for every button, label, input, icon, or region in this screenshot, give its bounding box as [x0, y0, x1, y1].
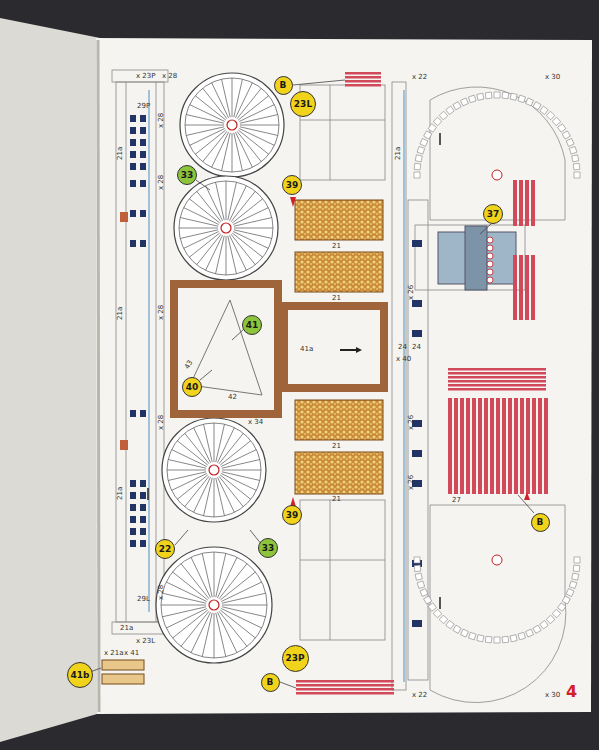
red-stripes [296, 72, 548, 695]
callout-text: B [267, 678, 274, 687]
part-label: 41a [300, 346, 313, 353]
callout-number: 37 [483, 204, 503, 224]
part-37 [438, 226, 516, 290]
callout-number: B [261, 673, 280, 692]
part-label: x 22 [412, 74, 427, 81]
part-label: 21a [117, 147, 124, 160]
part-label: x 28 [158, 305, 165, 320]
callout-number: 23L [290, 91, 316, 117]
leader-lines [90, 80, 534, 688]
callout-number: 22 [155, 539, 175, 559]
part-label: 21a [120, 625, 133, 632]
callout-text: 41 [246, 321, 259, 330]
callout-text: 23L [294, 100, 312, 109]
part-label: x 23P [136, 73, 156, 80]
wheels [156, 73, 284, 663]
part-label: 21a [117, 307, 124, 320]
part-label: x 30 [545, 692, 560, 699]
red-arrows [290, 197, 530, 507]
part-label: 21 [332, 496, 341, 503]
part-label: x 28 [158, 175, 165, 190]
part-label: x 28 [162, 73, 177, 80]
gear-teeth [414, 92, 580, 643]
callout-number: 40 [182, 377, 202, 397]
callout-text: 22 [159, 545, 172, 554]
wood-loads [295, 200, 383, 494]
blue-edge [149, 90, 150, 612]
callout-number: 33 [258, 538, 278, 558]
callout-text: 23P [285, 654, 304, 663]
callout-number: B [531, 513, 550, 532]
callout-text: B [280, 81, 287, 90]
part-label: x 26 [408, 475, 415, 490]
callout-number: 39 [282, 175, 302, 195]
callout-number: 33 [177, 165, 197, 185]
part-label: x 28 [158, 415, 165, 430]
part-label: x 40 [396, 356, 411, 363]
part-label: 42 [228, 394, 237, 401]
page-fold [98, 40, 99, 712]
frames [174, 284, 384, 414]
page-number: 4 [566, 684, 577, 700]
part-label: 21 [332, 295, 341, 302]
callout-number: 23P [282, 645, 309, 672]
part-label: 21 [332, 443, 341, 450]
part-label: x 26 [408, 285, 415, 300]
part-label: x 26 [408, 415, 415, 430]
callout-number: 41b [67, 662, 93, 688]
part-label: x 28 [158, 585, 165, 600]
part-label: x 23L [136, 638, 155, 645]
part-label: x 34 [248, 419, 263, 426]
part-label: 21 [332, 243, 341, 250]
callout-text: 33 [181, 171, 194, 180]
part-41b [102, 660, 144, 684]
callout-text: 40 [186, 383, 199, 392]
callout-text: 37 [487, 210, 500, 219]
bolts [487, 237, 493, 283]
part-label: x 28 [158, 113, 165, 128]
callout-text: B [537, 518, 544, 527]
part-label: x 41 [124, 650, 139, 657]
part-label: 29P [137, 103, 150, 110]
callout-number: B [274, 76, 293, 95]
callout-text: 39 [286, 181, 299, 190]
part-label: x 21a [104, 650, 124, 657]
part-label: 21a [395, 147, 402, 160]
callout-number: 39 [282, 505, 302, 525]
part-label: 27 [452, 497, 461, 504]
part-label: 21a [117, 487, 124, 500]
callout-text: 33 [262, 544, 275, 553]
left-page [0, 18, 100, 742]
callout-text: 41b [71, 671, 90, 680]
callout-number: 41 [242, 315, 262, 335]
part-outlines [112, 70, 566, 703]
part-label: 24 [412, 344, 421, 351]
direction-arrows [148, 133, 440, 609]
part-label: 29L [137, 596, 150, 603]
part-label: 24 [398, 344, 407, 351]
part-label: x 30 [545, 74, 560, 81]
windows [120, 115, 422, 627]
blue-edge [404, 90, 405, 682]
part-label: x 22 [412, 692, 427, 699]
callout-text: 39 [286, 511, 299, 520]
page [96, 38, 592, 714]
